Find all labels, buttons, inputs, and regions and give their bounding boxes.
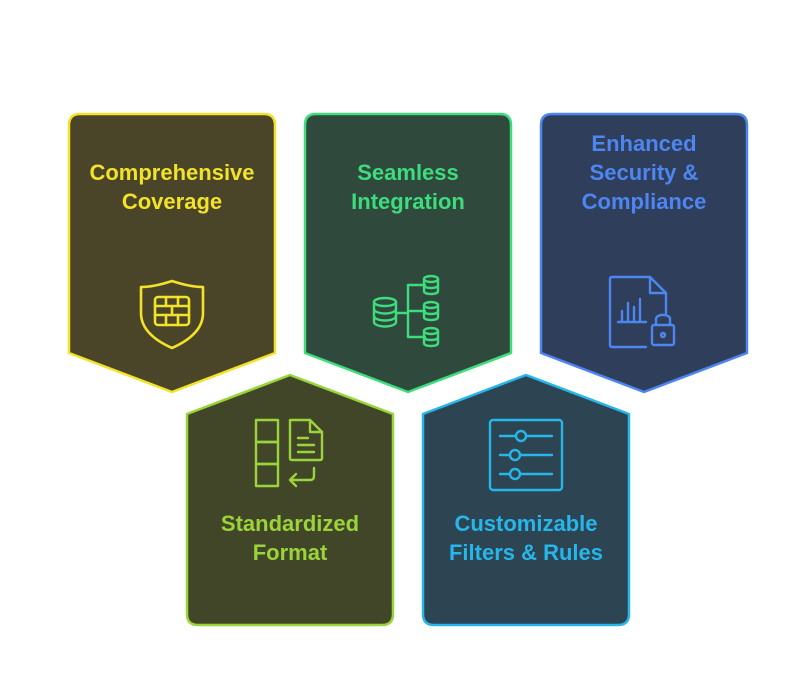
card-title-line: Coverage [121,189,223,214]
card-title-line: Enhanced [591,131,697,156]
card-seamless-integration: Seamless Integration [303,112,513,394]
card-shape [67,112,277,394]
card-title-line: Integration [351,189,465,214]
card-title: Customizable Filters & Rules [422,509,630,567]
card-title: Standardized Format [186,509,394,567]
sliders-icon [488,418,564,492]
card-comprehensive-coverage: Comprehensive Coverage [67,112,277,394]
card-title-line: Filters & Rules [448,540,604,565]
card-title-line: Standardized [220,511,360,536]
shield-firewall-icon [139,279,205,350]
card-title: Comprehensive Coverage [68,158,276,216]
card-title-line: Seamless [357,160,459,185]
card-shape [421,373,631,627]
database-sync-icon [372,274,440,348]
card-shape [303,112,513,394]
card-customizable-filters: Customizable Filters & Rules [421,373,631,627]
card-shape [185,373,395,627]
card-enhanced-security: Enhanced Security & Compliance [539,112,749,394]
card-title-line: Customizable [454,511,598,536]
card-title-line: Security & [589,160,699,185]
secure-report-icon [608,275,676,349]
card-title: Seamless Integration [304,158,512,216]
card-title-line: Compliance [581,189,707,214]
card-shape [539,112,749,394]
document-format-icon [254,418,324,488]
card-title-line: Format [252,540,328,565]
card-standardized-format: Standardized Format [185,373,395,627]
card-title: Enhanced Security & Compliance [540,129,748,216]
card-title-line: Comprehensive [89,160,255,185]
